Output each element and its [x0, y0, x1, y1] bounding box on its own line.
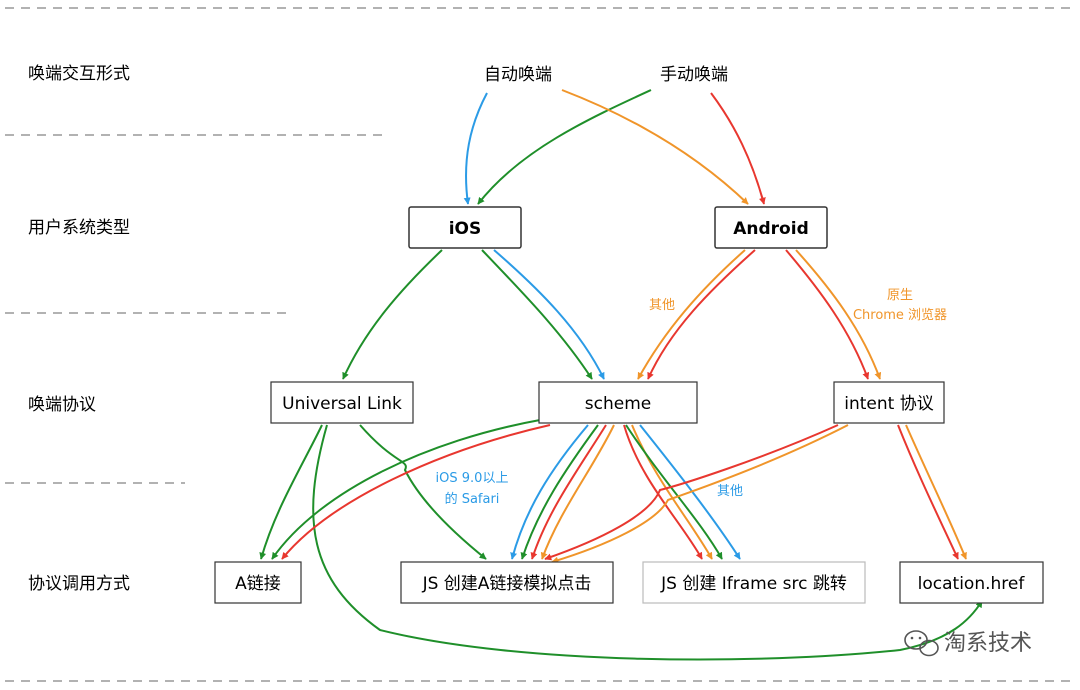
arrow-scheme-to-alink-green	[271, 419, 541, 560]
source-manual: 手动唤端	[660, 65, 728, 85]
node-js-a-click-label: JS 创建A链接模拟点击	[422, 574, 592, 594]
arrow-ios-to-universal	[342, 249, 443, 380]
row-label-protocol: 唤端协议	[28, 395, 96, 415]
row-label-invoke: 协议调用方式	[28, 574, 130, 594]
wechat-icon	[904, 630, 939, 657]
node-js-a-click: JS 创建A链接模拟点击	[400, 561, 614, 604]
arrows	[259, 89, 983, 661]
arrow-scheme-to-iframe-red	[623, 424, 703, 560]
arrow-universal-to-jsa	[359, 424, 487, 560]
arrow-scheme-to-iframe-green	[625, 424, 723, 560]
annotation-ios9-line1: iOS 9.0以上	[436, 471, 509, 486]
annotation-native-line1: 原生	[887, 288, 913, 303]
node-scheme-label: scheme	[585, 394, 651, 414]
node-ios-label: iOS	[449, 219, 482, 239]
arrow-scheme-to-jsa-green	[520, 424, 599, 560]
arrow-intent-to-location-red	[897, 424, 959, 560]
arrow-scheme-to-iframe-blue	[639, 424, 741, 560]
arrow-scheme-to-alink-red	[281, 424, 551, 560]
arrow-android-to-scheme-red	[647, 249, 756, 380]
arrow-android-to-intent-red	[785, 249, 870, 380]
arrow-intent-to-location-orange	[905, 424, 967, 560]
annotation-ios-other: 其他	[717, 484, 743, 499]
annotation-android-other: 其他	[649, 298, 675, 313]
node-universal-link: Universal Link	[270, 381, 414, 424]
arrow-auto-to-ios	[463, 92, 488, 205]
node-location-href-label: location.href	[918, 574, 1026, 594]
node-scheme: scheme	[538, 381, 698, 424]
node-android: Android	[714, 206, 828, 249]
row-dividers	[5, 7, 1075, 682]
node-universal-link-label: Universal Link	[282, 394, 402, 414]
annotation-ios9-line2: 的 Safari	[445, 491, 500, 507]
node-android-label: Android	[733, 219, 809, 239]
node-intent: intent 协议	[833, 381, 945, 424]
node-js-iframe-label: JS 创建 Iframe src 跳转	[660, 574, 847, 594]
node-a-link: A链接	[214, 561, 302, 604]
arrow-android-to-scheme-orange	[637, 249, 746, 380]
arrow-universal-to-location	[312, 424, 983, 661]
arrow-scheme-to-jsa-red	[530, 424, 607, 560]
node-intent-label: intent 协议	[844, 394, 933, 414]
arrow-intent-to-jsa-red	[544, 424, 839, 561]
arrow-ios-to-scheme-blue	[493, 249, 605, 380]
arrow-scheme-to-iframe-orange	[631, 424, 713, 560]
arrow-android-to-intent-orange	[795, 249, 882, 380]
arrow-scheme-to-jsa-orange	[540, 424, 615, 560]
arrow-intent-to-jsa-orange	[551, 424, 849, 564]
watermark-text: 淘系技术	[944, 631, 1032, 656]
row-label-system: 用户系统类型	[28, 218, 130, 238]
watermark: 淘系技术	[904, 630, 1032, 657]
node-location-href: location.href	[899, 561, 1044, 604]
node-a-link-label: A链接	[235, 574, 281, 594]
annotation-native-line2: Chrome 浏览器	[853, 307, 947, 323]
arrow-ios-to-scheme-green	[481, 249, 593, 380]
source-auto: 自动唤端	[484, 65, 552, 85]
arrow-universal-to-alink	[259, 424, 323, 560]
arrow-auto-to-android	[561, 89, 749, 205]
arrow-manual-to-android	[710, 92, 766, 205]
node-ios: iOS	[408, 206, 522, 249]
node-js-iframe: JS 创建 Iframe src 跳转	[642, 561, 866, 604]
arrow-scheme-to-jsa-blue	[510, 424, 589, 560]
row-label-interaction: 唤端交互形式	[28, 64, 130, 84]
arrow-manual-to-ios	[477, 89, 652, 205]
